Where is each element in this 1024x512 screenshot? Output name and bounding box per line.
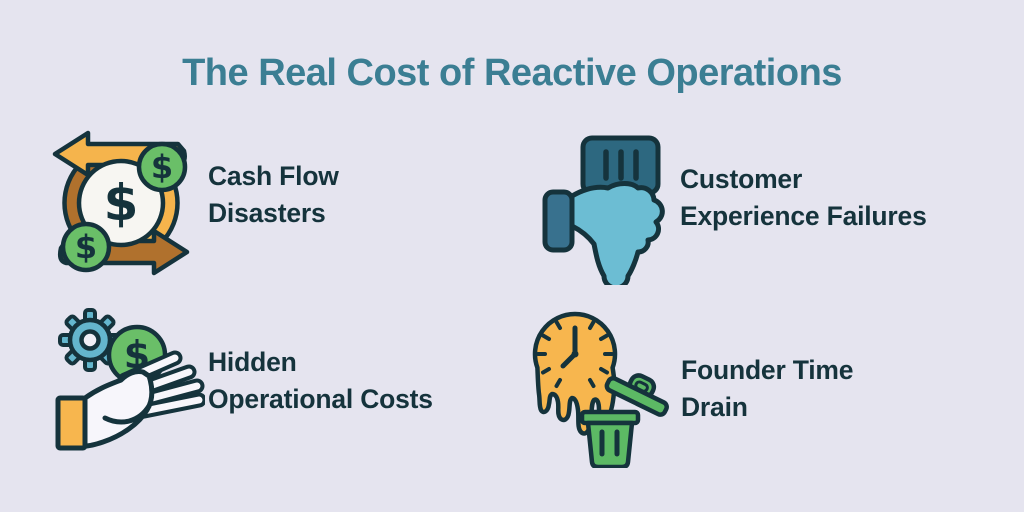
item-label-cash-flow: Cash Flow Disasters xyxy=(208,161,339,228)
page-title: The Real Cost of Reactive Operations xyxy=(182,52,842,94)
hand-gear-coin-icon: $ xyxy=(55,308,205,451)
melting-clock-icon xyxy=(532,311,618,436)
dollar-coin-icon: $ xyxy=(136,141,188,193)
dollar-coin-icon: $ xyxy=(60,221,112,273)
melting-clock-trash-icon xyxy=(532,311,669,468)
trash-can-icon xyxy=(579,373,669,468)
thumbs-down-feedback-icon xyxy=(542,135,665,285)
item-label-customer-experience: Customer Experience Failures xyxy=(680,164,927,231)
open-hand-icon xyxy=(55,350,205,451)
item-label-hidden-costs: Hidden Operational Costs xyxy=(208,347,433,414)
svg-text:$: $ xyxy=(75,228,97,266)
svg-text:$: $ xyxy=(104,174,139,232)
svg-text:$: $ xyxy=(151,148,173,186)
cash-flow-cycle-icon: $ $ $ xyxy=(52,130,190,276)
item-label-founder-time: Founder Time Drain xyxy=(681,355,854,422)
